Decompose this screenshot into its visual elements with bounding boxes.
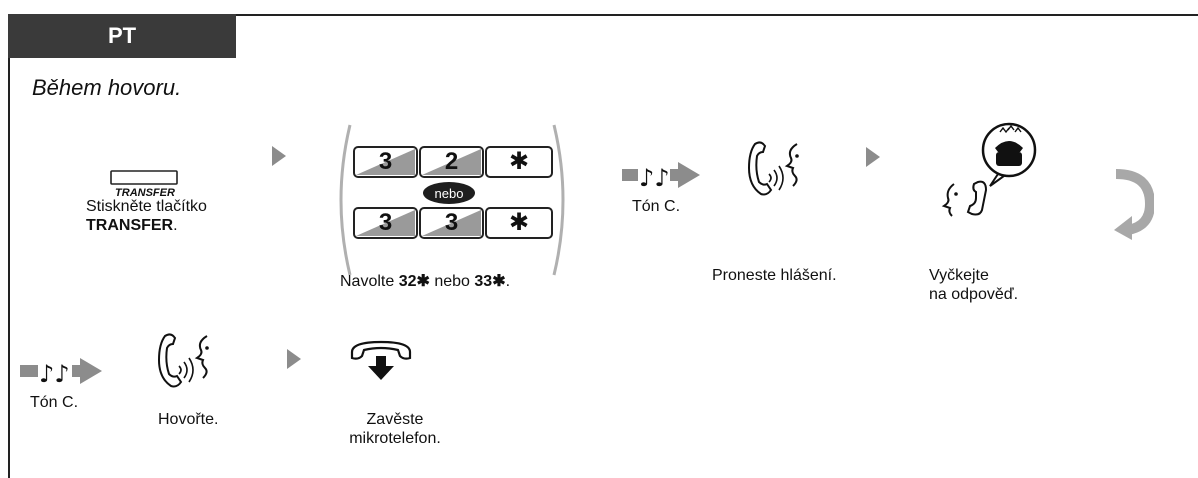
condition-subtitle: Během hovoru. bbox=[32, 75, 182, 100]
continue-arrow-icon bbox=[1110, 168, 1154, 240]
key-3-row1 bbox=[353, 146, 418, 178]
dial-bracket-right bbox=[552, 123, 574, 277]
dial-row-1 bbox=[352, 145, 557, 181]
tone-2-label: Tón C. bbox=[30, 394, 79, 411]
dial-row-2 bbox=[352, 206, 557, 242]
key-3-row2b-label: 3 bbox=[444, 209, 459, 236]
tone-icon: ♪♪ bbox=[20, 354, 104, 388]
tone-icon: ♪♪ bbox=[622, 158, 702, 192]
key-3-row1-label: 3 bbox=[378, 148, 393, 175]
wait-label: Vyčkejte na odpověď. bbox=[929, 266, 1018, 304]
key-star-row1-label: ✱ bbox=[508, 148, 530, 175]
header-tab: PT bbox=[8, 14, 236, 58]
frame-top-line bbox=[8, 14, 1198, 16]
nebo-separator: nebo bbox=[423, 182, 475, 204]
dial-step-label: Navolte 32✱ nebo 33✱. bbox=[340, 272, 510, 291]
handset-talk-icon bbox=[155, 330, 213, 392]
dial-bracket-left bbox=[330, 123, 352, 277]
key-2-row1-label: 2 bbox=[444, 148, 459, 175]
dial-code-2: 33✱ bbox=[474, 273, 506, 290]
svg-text:♪♪: ♪♪ bbox=[39, 360, 70, 388]
key-star-row2 bbox=[485, 207, 553, 239]
hangup-label: Zavěste mikrotelefon. bbox=[330, 410, 460, 448]
svg-text:♪♪: ♪♪ bbox=[639, 164, 670, 192]
wait-label-line1: Vyčkejte bbox=[929, 267, 989, 284]
wait-label-line2: na odpověď. bbox=[929, 286, 1019, 303]
hangup-label-line1: Zavěste bbox=[366, 411, 424, 428]
step-arrow-icon bbox=[866, 147, 880, 167]
key-3-row2a bbox=[353, 207, 418, 239]
handset-talk-icon bbox=[745, 138, 803, 200]
tone-1-label: Tón C. bbox=[632, 198, 681, 215]
talk-label: Hovořte. bbox=[158, 411, 219, 428]
transfer-step-label: Stiskněte tlačítko TRANSFER. bbox=[86, 197, 207, 235]
dial-code-1: 32✱ bbox=[398, 273, 430, 290]
key-2-row1 bbox=[419, 146, 484, 178]
key-3-row2b bbox=[419, 207, 484, 239]
tab-label: PT bbox=[107, 23, 137, 48]
transfer-button-icon bbox=[110, 170, 178, 186]
listen-wait-icon bbox=[940, 120, 1040, 220]
key-star-row2-label: ✱ bbox=[508, 209, 530, 236]
dial-label-mid: nebo bbox=[429, 273, 475, 290]
key-star-row1 bbox=[485, 146, 553, 178]
transfer-label-bold: TRANSFER bbox=[86, 217, 174, 234]
hangup-icon bbox=[348, 336, 414, 384]
nebo-label: nebo bbox=[434, 185, 464, 201]
step-arrow-icon bbox=[272, 146, 286, 166]
transfer-button-caption: TRANSFER bbox=[115, 187, 175, 199]
transfer-label-line1: Stiskněte tlačítko bbox=[86, 198, 207, 215]
dial-label-suffix: . bbox=[505, 273, 511, 290]
step-arrow-icon bbox=[287, 349, 301, 369]
key-3-row2a-label: 3 bbox=[378, 209, 393, 236]
dial-label-prefix: Navolte bbox=[340, 273, 399, 290]
hangup-label-line2: mikrotelefon. bbox=[349, 430, 441, 447]
transfer-label-suffix: . bbox=[173, 217, 178, 234]
announce-label: Proneste hlášení. bbox=[712, 267, 837, 284]
frame-left-line bbox=[8, 14, 10, 478]
